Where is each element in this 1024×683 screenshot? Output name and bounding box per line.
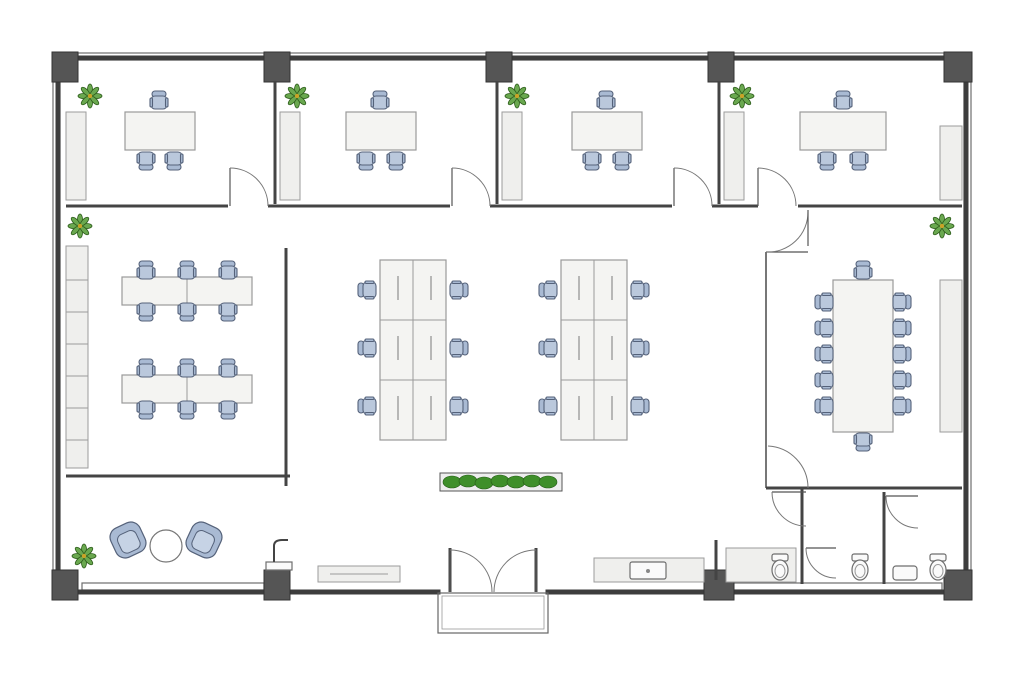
private-offices: [65, 82, 963, 208]
pantry: [593, 540, 718, 583]
private-office-4: [723, 90, 963, 207]
plant-icon: [929, 213, 955, 239]
plant-icon: [729, 83, 755, 109]
lounge: [106, 518, 401, 583]
plant-icon: [284, 83, 310, 109]
plant-icon: [71, 543, 97, 569]
plant-icon: [67, 213, 93, 239]
private-office-3: [501, 90, 713, 207]
conference-room: [765, 210, 963, 490]
private-office-1: [65, 90, 269, 207]
plant-icon: [77, 83, 103, 109]
training-area: [65, 245, 290, 486]
plant-icon: [504, 83, 530, 109]
private-office-2: [279, 90, 491, 207]
open-workstations-b: [538, 259, 650, 441]
open-workstations-a: [357, 259, 469, 441]
restrooms: [725, 488, 947, 584]
entrance: [437, 548, 549, 634]
planter: [439, 472, 563, 492]
structural-columns: [51, 51, 973, 601]
